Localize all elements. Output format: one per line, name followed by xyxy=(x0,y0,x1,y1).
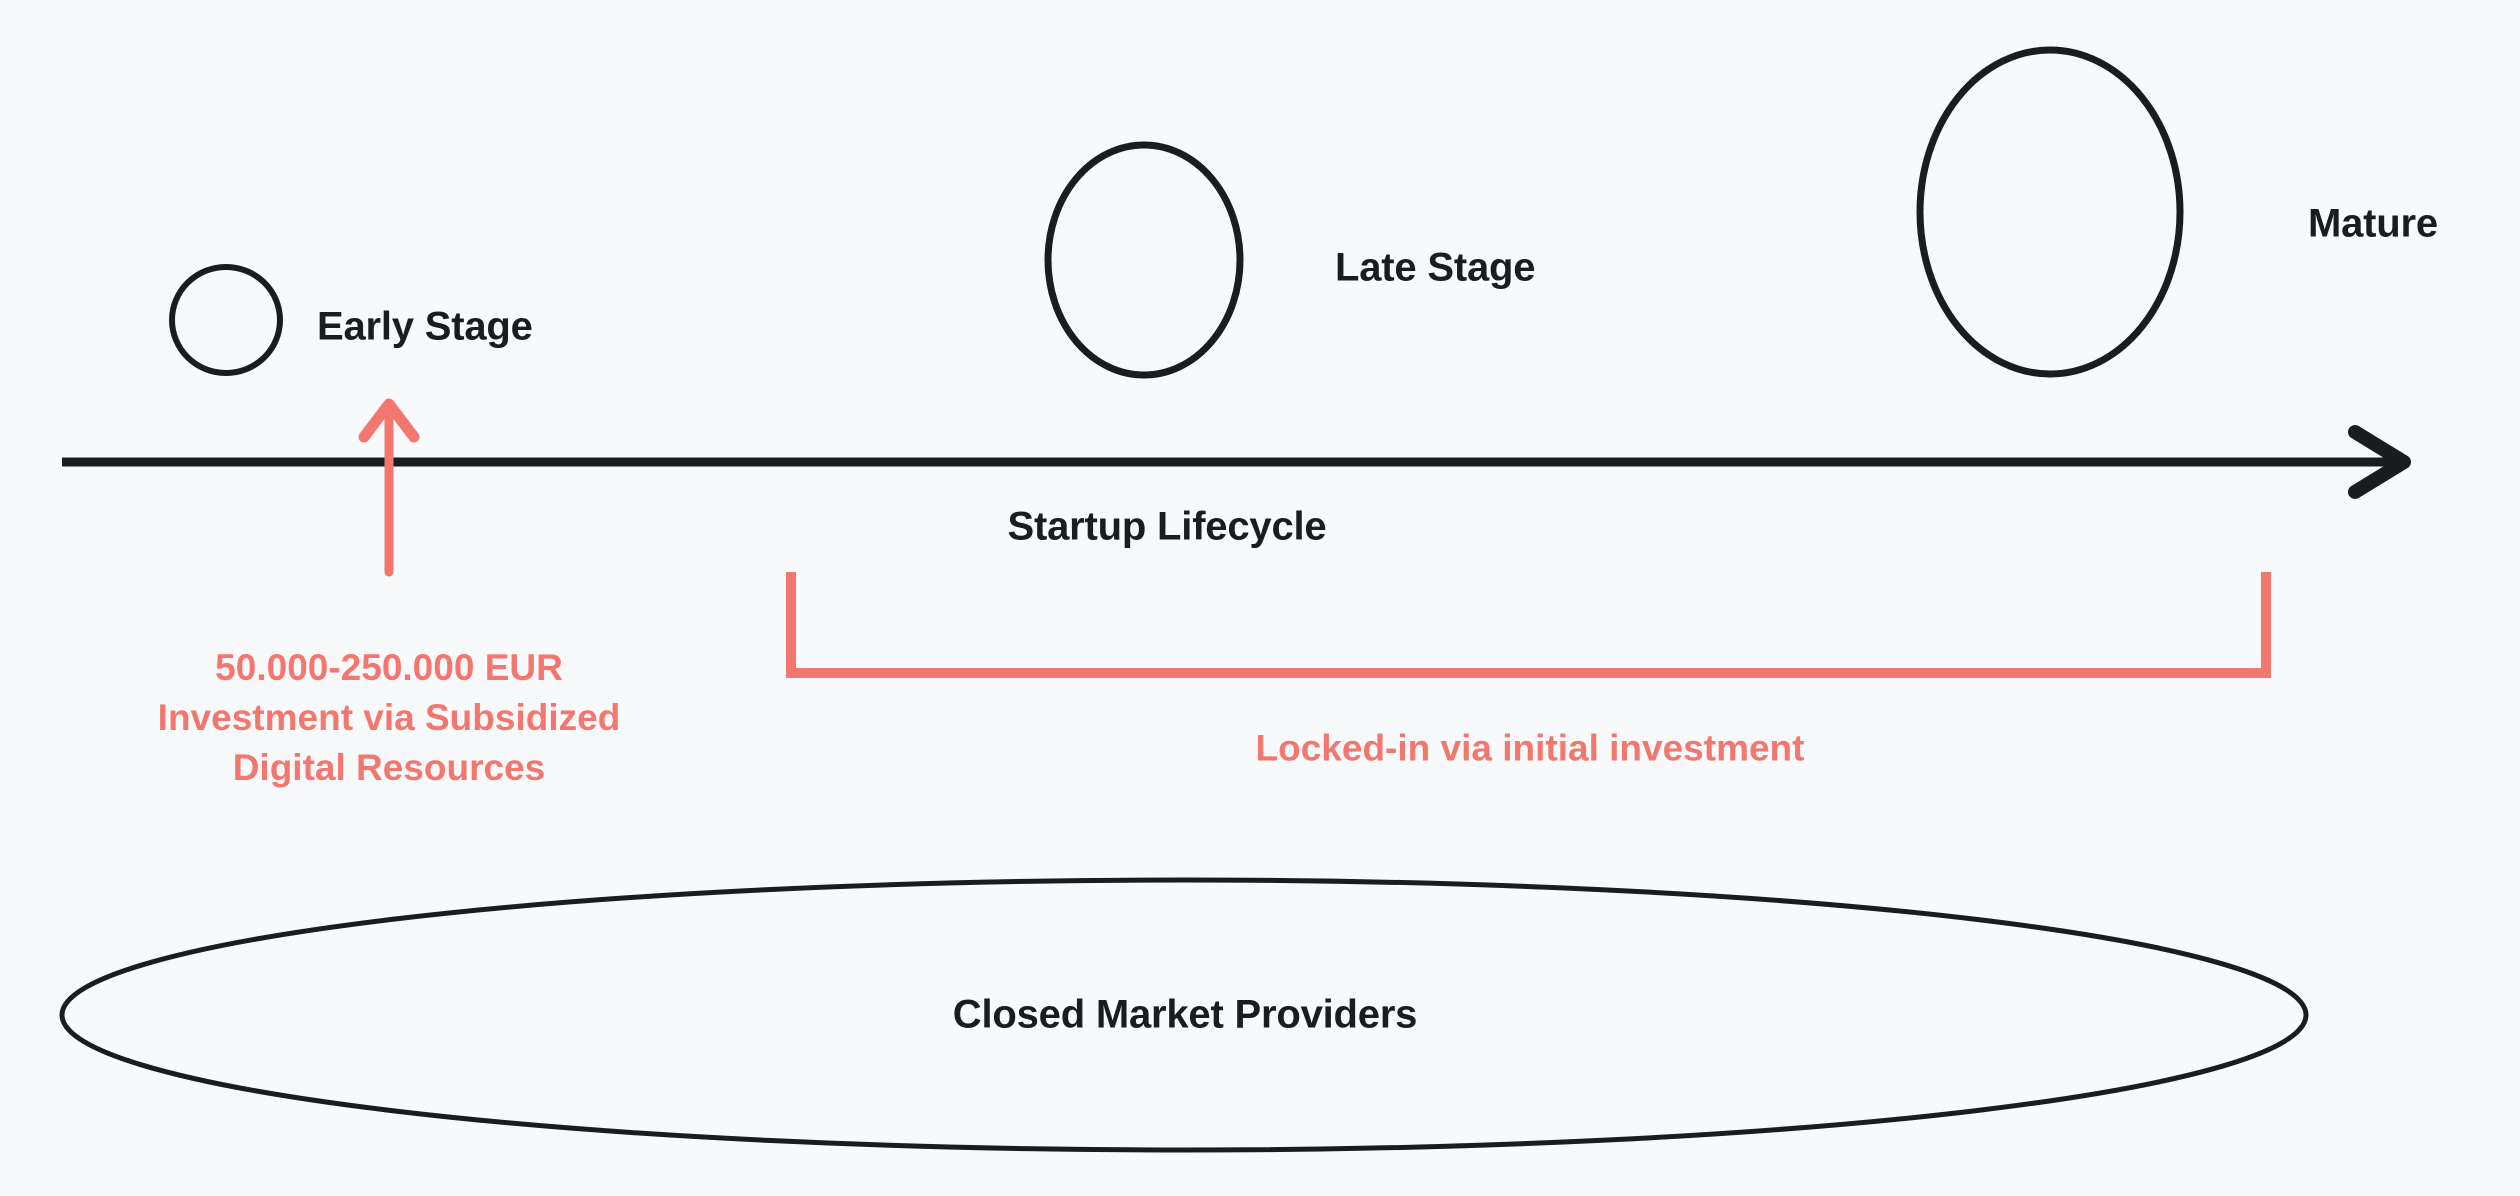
closed-market-ellipse[interactable] xyxy=(59,877,2309,1153)
lifecycle-axis-arrowhead xyxy=(2348,425,2411,499)
closed-market-label: Closed Market Providers xyxy=(952,992,1418,1037)
stage-circle-mature[interactable] xyxy=(1916,46,2184,378)
investment-note-line-2: Investment via Subsidized xyxy=(157,697,621,739)
investment-note: 50.000-250.000 EUR Investment via Subsid… xyxy=(158,643,621,793)
stage-circle-late-stage[interactable] xyxy=(1044,141,1244,379)
stage-label-late-stage: Late Stage xyxy=(1335,245,1536,290)
lockin-bracket xyxy=(786,572,2271,678)
stage-label-mature: Mature xyxy=(2308,201,2438,246)
stage-label-early-stage: Early Stage xyxy=(317,304,533,349)
investment-arrow-head xyxy=(358,398,420,443)
axis-label-startup-lifecycle: Startup Lifecycle xyxy=(1007,504,1327,549)
investment-note-line-3: Digital Resources xyxy=(232,746,546,788)
stage-circle-early-stage[interactable] xyxy=(169,264,283,376)
lockin-bracket-note: Locked-in via initial investment xyxy=(1255,727,1805,769)
investment-note-line-1: 50.000-250.000 EUR xyxy=(215,647,563,689)
